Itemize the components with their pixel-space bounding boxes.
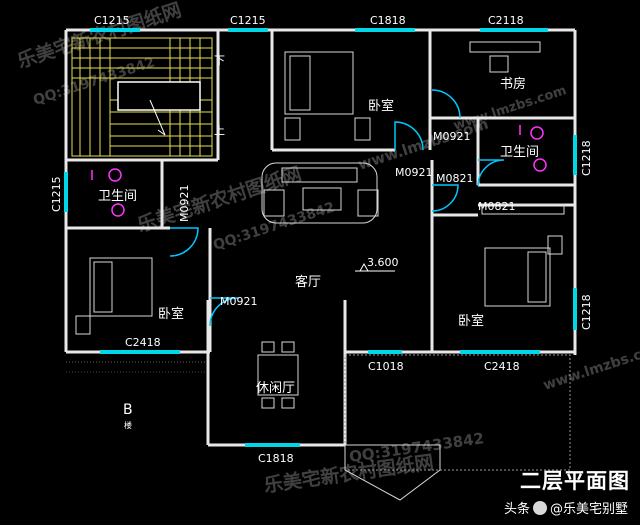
room-bath-right: 卫生间 [500, 145, 539, 160]
room-living: 客厅 [295, 274, 321, 290]
label-c1818-bottom: C1818 [258, 452, 294, 465]
label-c1018: C1018 [368, 360, 404, 373]
section-mark: B 楼 [123, 402, 133, 430]
label-c2418-right: C2418 [484, 360, 520, 373]
room-bedroom-left: 卧室 [158, 306, 184, 322]
label-m0921-bed-left: M0921 [220, 295, 258, 308]
label-m0821-a: M0821 [436, 172, 474, 185]
windows [64, 28, 577, 447]
credit-source: 头条 [503, 502, 530, 517]
avatar-icon [532, 501, 547, 515]
bathroom-fixtures [91, 125, 547, 217]
elevation-label: 3.600 [367, 256, 399, 269]
watermark-text: www.lmzbs.com [541, 339, 640, 393]
label-m0921-bed-top: M0921 [395, 166, 433, 179]
staircase: 下 上 [71, 37, 225, 157]
label-c1215-top-b: C1215 [230, 14, 266, 27]
label-m0821-b: M0821 [478, 200, 516, 213]
label-c1215-top-a: C1215 [94, 14, 130, 27]
label-c2418-left: C2418 [125, 336, 161, 349]
section-mark-sub: 楼 [124, 420, 132, 430]
room-bedroom-top: 卧室 [368, 98, 394, 114]
doors [169, 89, 505, 327]
label-c1818-top: C1818 [370, 14, 406, 27]
door-labels: M0921 M0921 M0821 M0821 M0921 M0921 [178, 130, 516, 308]
label-m0921-bath-left: M0921 [178, 185, 191, 223]
drawing-title: 二层平面图 [520, 469, 630, 493]
room-lounge: 休闲厅 [256, 381, 295, 396]
window-labels: C1215 C1215 C1818 C2118 C1215 C1218 C121… [50, 14, 593, 465]
label-c1218-right-b: C1218 [580, 294, 593, 330]
label-c1218-right-a: C1218 [580, 140, 593, 176]
credit-author: @乐美宅别墅 [549, 502, 628, 517]
stair-down-label: 下 [214, 54, 225, 67]
watermark-text: 乐美宅新农村图纸网 [14, 0, 184, 73]
room-bedroom-right: 卧室 [458, 313, 484, 329]
stair-up-label: 上 [214, 124, 225, 137]
room-labels: 卧室 书房 卫生间 卫生间 客厅 卧室 卧室 休闲厅 [98, 76, 539, 396]
elevation-mark: 3.600 [355, 256, 399, 272]
room-study: 书房 [500, 76, 526, 92]
label-m0921-study: M0921 [433, 130, 471, 143]
furniture [75, 41, 571, 501]
label-c2118-top: C2118 [488, 14, 524, 27]
credit-line: 头条 @乐美宅别墅 [504, 498, 628, 517]
section-mark-letter: B [123, 402, 133, 418]
room-bath-left: 卫生间 [98, 189, 137, 204]
label-c1215-left: C1215 [50, 176, 63, 212]
